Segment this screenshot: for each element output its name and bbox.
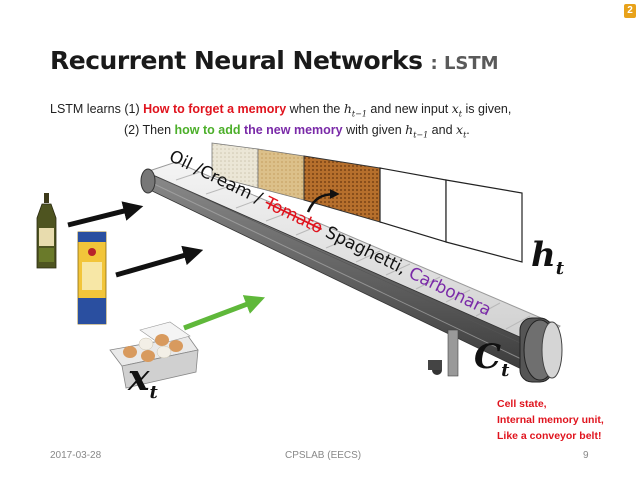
arrow-oil-to-belt (67, 201, 144, 228)
x-t-math: xt (451, 101, 463, 119)
conveyor-belt (140, 161, 563, 383)
new-memory-text: the new memory (243, 123, 343, 137)
text-fragment: when the (286, 102, 344, 116)
footer-page-number: 9 (583, 450, 589, 461)
slide-title-row: Recurrent Neural Networks : LSTM (50, 46, 499, 75)
h-t-label: ht (531, 235, 565, 279)
h-prev-math: ht−1 (343, 101, 367, 119)
spaghetti-box-icon (77, 231, 107, 325)
arrow-pasta-to-belt (115, 245, 204, 278)
arrow-to-memory-cell (306, 189, 340, 213)
h-prev-math: ht−1 (405, 122, 429, 140)
footer-org: CPSLAB (EECS) (285, 450, 362, 461)
slide-title: Recurrent Neural Networks (50, 46, 423, 75)
arrow-eggs-to-belt (183, 295, 266, 331)
text-fragment: . (466, 123, 470, 137)
note-line: Internal memory unit, (497, 414, 604, 426)
slide-title-sub: : LSTM (430, 53, 499, 74)
how-to-add-text: how to add (174, 123, 241, 137)
egg-carton-icon (109, 321, 199, 389)
text-line-2: (2) Then how to add the new memory with … (124, 122, 470, 140)
forget-memory-text: How to forget a memory (143, 102, 287, 116)
oil-bottle-icon (36, 193, 57, 269)
text-fragment: LSTM learns (1) (50, 102, 144, 116)
x-t-math: xt (456, 122, 467, 140)
c-t-label: Ct (474, 337, 510, 381)
text-fragment: and (428, 123, 457, 137)
text-fragment: is given, (462, 102, 512, 116)
note-line: Cell state, (497, 398, 547, 410)
text-fragment: and new input (366, 102, 452, 116)
slide-badge: 2 (624, 4, 636, 18)
x-t-label: xt (128, 357, 158, 404)
text-fragment: with given (342, 123, 406, 137)
text-line-1: LSTM learns (1) How to forget a memory w… (50, 101, 511, 119)
memory-cells (211, 142, 523, 263)
footer-date: 2017-03-28 (50, 450, 102, 461)
text-fragment: (2) Then (124, 123, 175, 137)
cell-state-note: Cell state, Internal memory unit, Like a… (497, 396, 604, 444)
note-line: Like a conveyor belt! (497, 430, 602, 442)
